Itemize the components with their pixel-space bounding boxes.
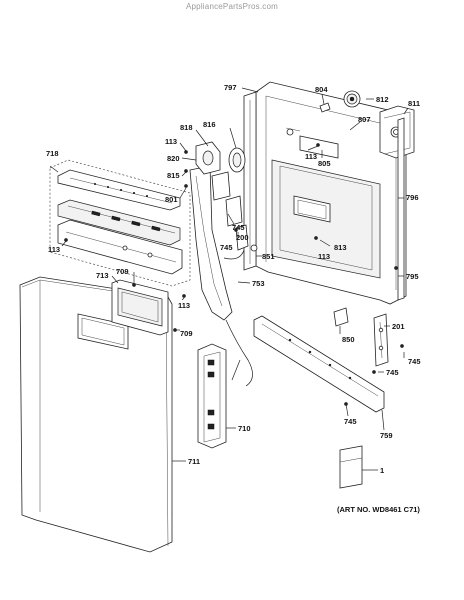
callout-795: 795 xyxy=(406,272,419,281)
callout-820: 820 xyxy=(167,154,180,163)
leader-lines xyxy=(49,87,409,471)
latch-850 xyxy=(333,307,349,327)
callout-812: 812 xyxy=(376,95,389,104)
callout-113-a: 113 xyxy=(165,137,177,146)
callout-745-a: 745 xyxy=(232,223,245,232)
callout-709-a: 709 xyxy=(116,267,129,276)
screws xyxy=(64,143,404,406)
callout-818: 818 xyxy=(180,123,193,132)
callout-718: 718 xyxy=(46,149,59,158)
callout-710: 710 xyxy=(238,424,251,433)
trim-dots xyxy=(93,182,149,198)
vent-ring xyxy=(343,90,361,108)
callout-113-c: 113 xyxy=(318,252,330,261)
callout-713: 713 xyxy=(96,271,109,280)
callout-113-b: 113 xyxy=(305,152,317,161)
bracket-815 xyxy=(211,171,231,201)
callout-850: 850 xyxy=(342,335,355,344)
callout-711: 711 xyxy=(188,457,200,466)
clip-804 xyxy=(319,102,331,113)
callout-113-e: 113 xyxy=(178,301,190,310)
callout-811: 811 xyxy=(408,99,420,108)
side-gasket xyxy=(397,117,405,301)
bracket-745 xyxy=(225,195,243,227)
callout-796: 796 xyxy=(406,193,419,202)
callout-labels: 797 804 812 811 807 818 816 113 113 805 … xyxy=(46,83,421,475)
tilt-bracket-818 xyxy=(195,141,221,175)
callout-804: 804 xyxy=(315,85,328,94)
door-handle xyxy=(111,279,169,336)
callout-745-e: 745 xyxy=(344,417,357,426)
callout-805: 805 xyxy=(318,159,331,168)
callout-1: 1 xyxy=(380,466,384,475)
watermark: AppliancePartsPros.com xyxy=(186,2,278,11)
bottom-trim xyxy=(253,315,385,413)
fastener-851 xyxy=(250,244,258,252)
callout-801: 801 xyxy=(165,195,178,204)
callout-851: 851 xyxy=(262,252,275,261)
callout-807: 807 xyxy=(358,115,371,124)
wire-harness xyxy=(189,165,253,387)
callout-745-c: 745 xyxy=(408,357,421,366)
callout-753: 753 xyxy=(252,279,265,288)
inner-door-liner xyxy=(243,81,407,305)
callout-797: 797 xyxy=(224,83,237,92)
callout-745-b: 745 xyxy=(220,243,233,252)
callout-813: 813 xyxy=(334,243,347,252)
outer-door-panel xyxy=(19,276,173,553)
callout-709-b: 709 xyxy=(180,329,193,338)
callout-816: 816 xyxy=(203,120,216,129)
manual-packet xyxy=(339,445,363,489)
vent-module xyxy=(379,105,415,159)
control-board xyxy=(197,343,227,449)
callout-759: 759 xyxy=(380,431,393,440)
callout-201: 201 xyxy=(392,322,405,331)
art-number: (ART NO. WD8461 C71) xyxy=(337,505,420,514)
control-panel-assembly xyxy=(49,159,191,287)
bracket-200 xyxy=(235,224,249,251)
callout-113-d: 113 xyxy=(48,245,60,254)
callout-745-d: 745 xyxy=(386,368,399,377)
callout-200: 200 xyxy=(236,233,249,242)
dispenser-ring xyxy=(228,147,246,173)
callout-815: 815 xyxy=(167,171,180,180)
hinge-bracket xyxy=(373,313,389,367)
